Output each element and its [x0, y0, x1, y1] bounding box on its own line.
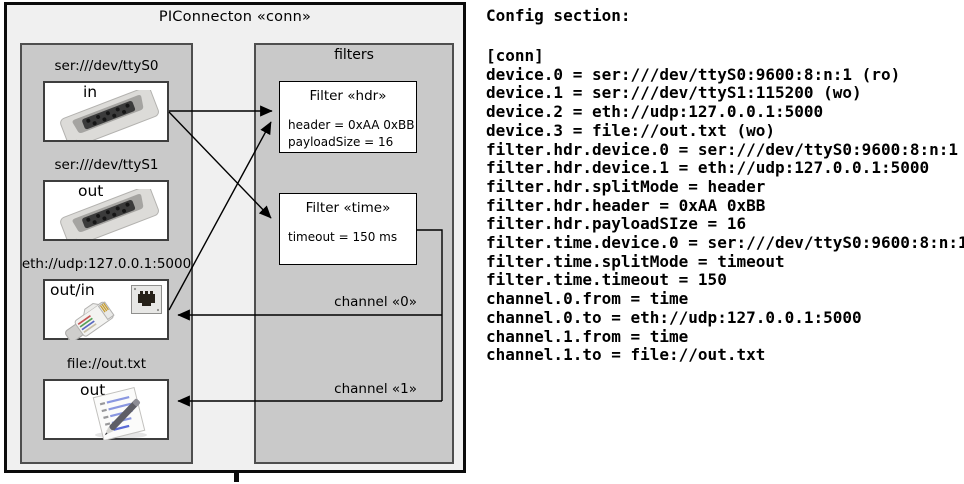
- device-label-eth: eth://udp:127.0.0.1:5000: [21, 256, 192, 272]
- device-box-eth: out/in: [43, 279, 169, 340]
- filter-time-box: Filter «time» timeout = 150 ms: [279, 193, 417, 265]
- device-direction: in: [83, 83, 98, 101]
- notepad-icon: [92, 386, 147, 440]
- channel-0-label: channel «0»: [334, 294, 417, 310]
- filter-hdr-attributes: header = 0xAA 0xBB payloadSize = 16: [288, 118, 415, 149]
- connector-title: PIConnecton «conn»: [158, 9, 312, 25]
- filter-hdr-title: Filter «hdr»: [309, 88, 387, 104]
- ethernet-plug-icon: [65, 301, 115, 340]
- device-box-ttys0: in: [43, 81, 169, 142]
- device-box-ttys1: out: [43, 180, 169, 241]
- device-direction: out: [78, 182, 104, 200]
- device-direction: out/in: [50, 281, 95, 299]
- device-label-ttys0: ser:///dev/ttyS0: [54, 58, 159, 74]
- bottom-handle: [234, 473, 239, 482]
- ethernet-jack-icon: [131, 285, 162, 314]
- device-direction: out: [80, 381, 106, 399]
- device-label-ttys1: ser:///dev/ttyS1: [54, 157, 159, 173]
- config-heading: Config section:: [486, 6, 631, 25]
- channel-1-label: channel «1»: [334, 381, 417, 397]
- device-box-file: out: [43, 379, 169, 440]
- serial-port-icon: [60, 189, 159, 239]
- filter-time-attributes: timeout = 150 ms: [288, 230, 398, 244]
- filter-hdr-box: Filter «hdr» header = 0xAA 0xBB payloadS…: [279, 81, 417, 153]
- serial-port-icon: [60, 90, 159, 140]
- filters-title: filters: [334, 47, 374, 63]
- filter-time-title: Filter «time»: [305, 200, 391, 216]
- device-label-file: file://out.txt: [66, 356, 147, 372]
- config-body: [conn] device.0 = ser:///dev/ttyS0:9600:…: [486, 46, 964, 365]
